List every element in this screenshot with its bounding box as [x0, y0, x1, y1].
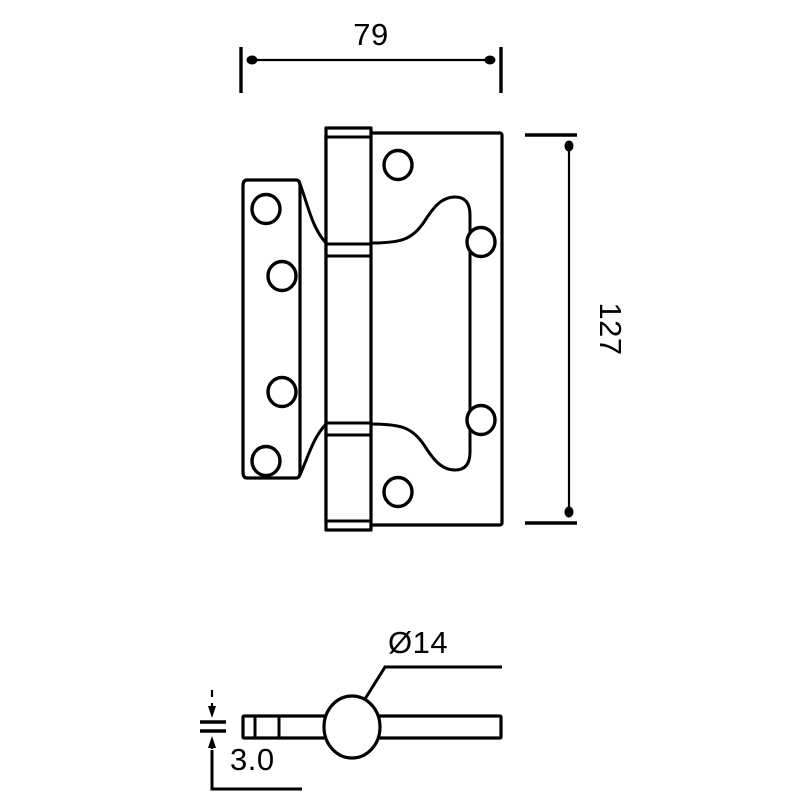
screw-hole-left-1: [250, 192, 282, 226]
front-view-group: [241, 126, 504, 532]
width-arrow-left: [246, 55, 258, 65]
width-dimension-label: 79: [353, 17, 388, 52]
edge-view-group: [241, 694, 503, 760]
lower-left-transition-curve: [297, 422, 328, 478]
thickness-leader-line: [210, 750, 302, 791]
screw-hole-left-2: [266, 259, 298, 293]
height-arrow-bottom: [564, 506, 574, 518]
screw-hole-right-2: [465, 225, 497, 259]
height-dimension-group: 127: [525, 133, 628, 525]
screw-hole-right-3: [465, 403, 497, 437]
screw-hole-right-4: [382, 475, 414, 509]
width-dimension-group: 79: [239, 17, 503, 93]
screw-hole-right-1: [382, 148, 414, 182]
screw-hole-left-4: [250, 444, 282, 478]
upper-left-transition-curve: [297, 180, 328, 245]
thickness-dimension-label: 3.0: [230, 742, 275, 777]
height-dimension-label: 127: [593, 302, 628, 355]
height-arrow-top: [564, 140, 574, 152]
width-arrow-right: [484, 55, 496, 65]
left-leaf-plate: [241, 178, 302, 480]
diameter-leader-line: [363, 665, 502, 700]
right-leaf-upper-cutout: [370, 195, 472, 246]
screw-hole-left-3: [266, 375, 298, 409]
diameter-dimension-group: Ø14: [363, 625, 502, 700]
hinge-knuckle-barrel: [324, 126, 373, 532]
diameter-dimension-label: Ø14: [388, 625, 448, 660]
right-leaf-lower-cutout: [370, 421, 472, 472]
thickness-arrow-top: [208, 706, 216, 718]
edge-view-knuckle-circle: [322, 694, 382, 760]
thickness-arrow-bottom: [208, 736, 216, 748]
thickness-dimension-group: 3.0: [200, 690, 302, 791]
